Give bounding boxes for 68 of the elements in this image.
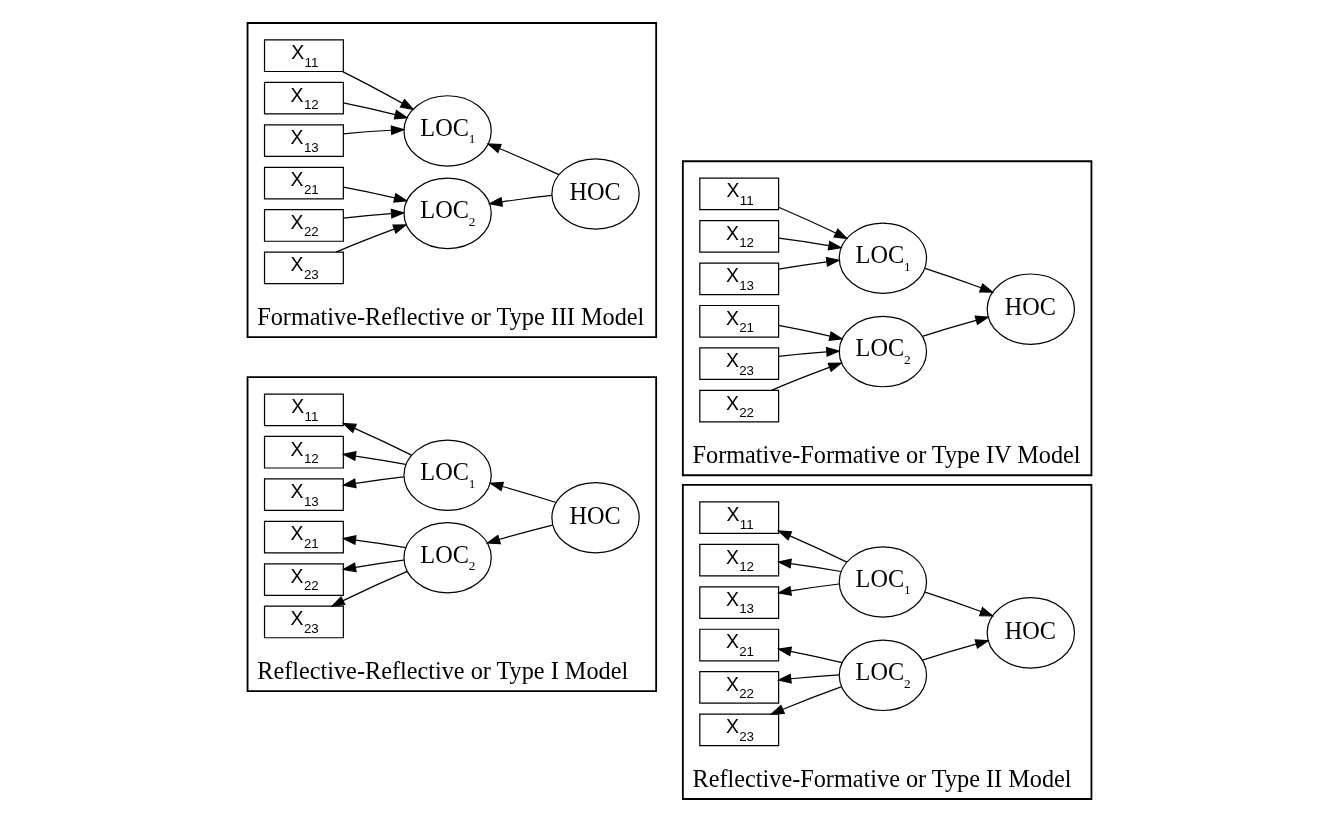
- node-box: X$_{21}$: [263, 166, 344, 200]
- node-ellipse: LOC$_{1}$: [838, 546, 927, 618]
- arrow: [341, 535, 406, 549]
- node-ellipse: LOC$_{2}$: [402, 177, 492, 250]
- node-box: X$_{22}$: [263, 209, 344, 242]
- node-box: X$_{11}$: [698, 177, 779, 211]
- arrow: [329, 570, 408, 607]
- arrow: [342, 102, 409, 120]
- node-ellipse: HOC: [986, 273, 1075, 345]
- arrow: [921, 315, 990, 337]
- node-box: X$_{21}$: [263, 520, 344, 554]
- node-ellipse: LOC$_{2}$: [838, 639, 927, 712]
- node-ellipse: LOC$_{1}$: [402, 439, 492, 512]
- arrow: [777, 256, 841, 270]
- arrow: [776, 646, 843, 664]
- node-box: X$_{13}$: [698, 262, 779, 296]
- arrow: [342, 125, 405, 136]
- node-box: X$_{12}$: [698, 543, 779, 577]
- arrow: [487, 194, 552, 207]
- arrow: [486, 143, 559, 176]
- node-box: X$_{21}$: [698, 304, 779, 338]
- node-ellipse: LOC$_{1}$: [402, 95, 492, 167]
- node-box: X$_{13}$: [263, 124, 344, 157]
- arrow: [776, 558, 842, 573]
- node-ellipse: HOC: [550, 158, 640, 230]
- arrow: [342, 208, 405, 219]
- arrow: [923, 591, 994, 617]
- node-box: X$_{12}$: [698, 220, 779, 253]
- node-box: X$_{11}$: [263, 39, 344, 73]
- node-box: X$_{23}$: [263, 605, 344, 639]
- node-ellipse: HOC: [550, 481, 640, 554]
- node-box: X$_{12}$: [263, 435, 344, 469]
- arrow: [777, 346, 841, 357]
- arrow: [770, 362, 843, 391]
- node-ellipse: LOC$_{1}$: [838, 222, 927, 294]
- node-box: X$_{21}$: [698, 628, 779, 662]
- node-box: X$_{22}$: [698, 389, 779, 423]
- arrow: [776, 530, 847, 563]
- arrow: [776, 583, 840, 596]
- node-box: X$_{11}$: [263, 393, 344, 427]
- arrow: [776, 673, 840, 684]
- arrow: [341, 422, 412, 456]
- arrow: [342, 186, 408, 203]
- arrow: [923, 267, 994, 293]
- node-ellipse: HOC: [986, 597, 1075, 669]
- node-box: X$_{23}$: [263, 251, 344, 285]
- arrow: [341, 71, 415, 111]
- node-box: X$_{22}$: [698, 671, 779, 704]
- arrow: [341, 451, 406, 466]
- node-box: X$_{13}$: [263, 478, 344, 512]
- node-box: X$_{23}$: [698, 347, 779, 381]
- arrow: [341, 559, 404, 573]
- arrow: [769, 686, 842, 715]
- node-box: X$_{12}$: [263, 81, 344, 115]
- arrow: [921, 639, 990, 661]
- arrow: [777, 237, 843, 251]
- arrow: [777, 206, 848, 240]
- arrow: [485, 524, 553, 545]
- arrow: [777, 324, 844, 341]
- arrow: [335, 224, 408, 253]
- arrow: [341, 476, 404, 489]
- node-box: X$_{13}$: [698, 586, 779, 619]
- node-box: X$_{22}$: [263, 563, 344, 596]
- node-ellipse: LOC$_{2}$: [402, 521, 492, 594]
- arrow: [488, 481, 557, 504]
- node-box: X$_{23}$: [698, 713, 779, 747]
- node-box: X$_{11}$: [698, 501, 779, 535]
- node-ellipse: LOC$_{2}$: [838, 315, 927, 388]
